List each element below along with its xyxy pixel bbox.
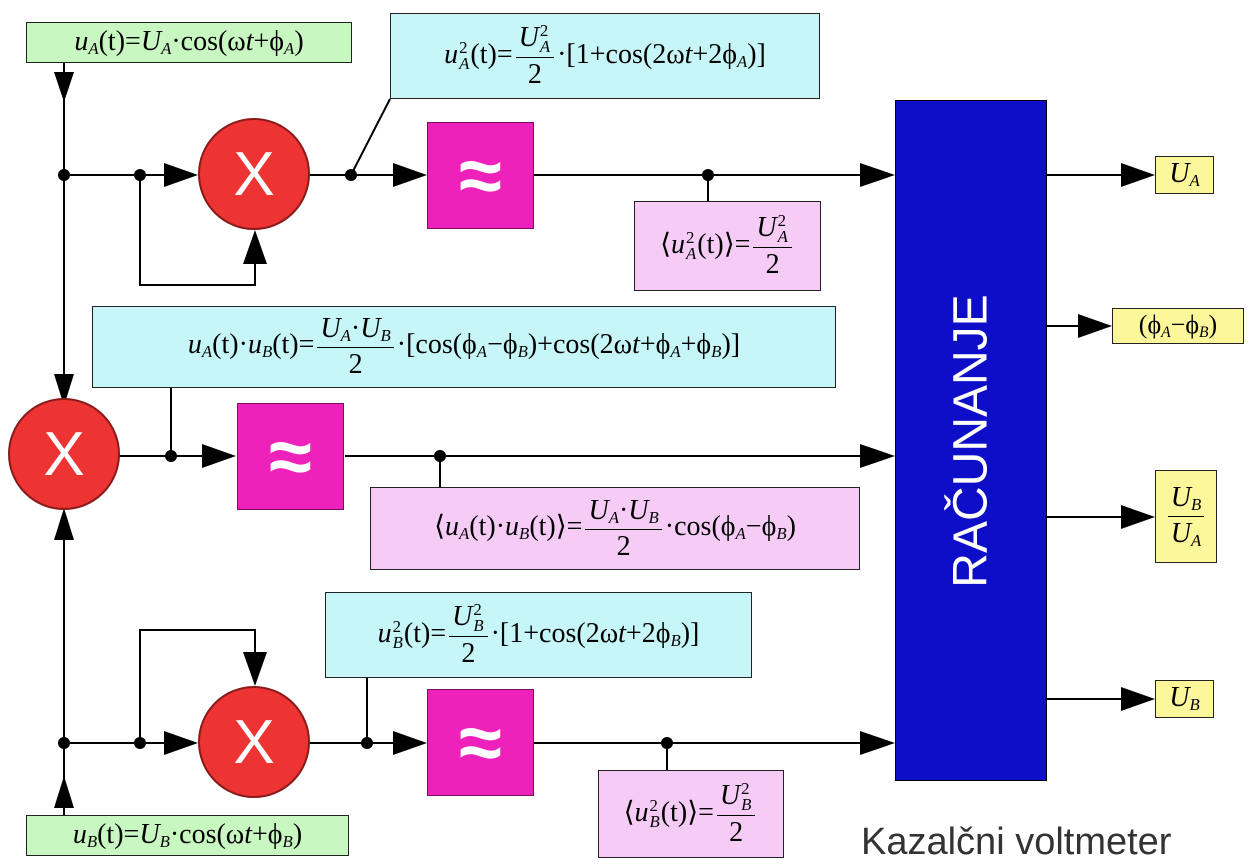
input-a-formula: uA(t)=UA·cos(ωt+ϕA) (26, 22, 352, 63)
caption: Kazalčni voltmeter (861, 821, 1172, 863)
lowpass-filter-top: ≈ (427, 122, 534, 229)
computation-label: RAČUNANJE (944, 293, 998, 588)
input-b-formula: uB(t)=UB·cos(ωt+ϕB) (26, 815, 349, 856)
multiplier-bottom: X (198, 686, 310, 798)
multiplier-middle: X (8, 398, 120, 510)
computation-block: RAČUNANJE (895, 100, 1047, 781)
output-phase-difference: (ϕA−ϕB) (1112, 308, 1244, 344)
multiplier-top: X (198, 118, 310, 230)
output-amplitude-a: UA (1155, 156, 1214, 194)
lowpass-filter-bottom: ≈ (427, 689, 534, 796)
lowpass-filter-middle: ≈ (237, 403, 344, 510)
output-amplitude-b: UB (1155, 680, 1214, 718)
